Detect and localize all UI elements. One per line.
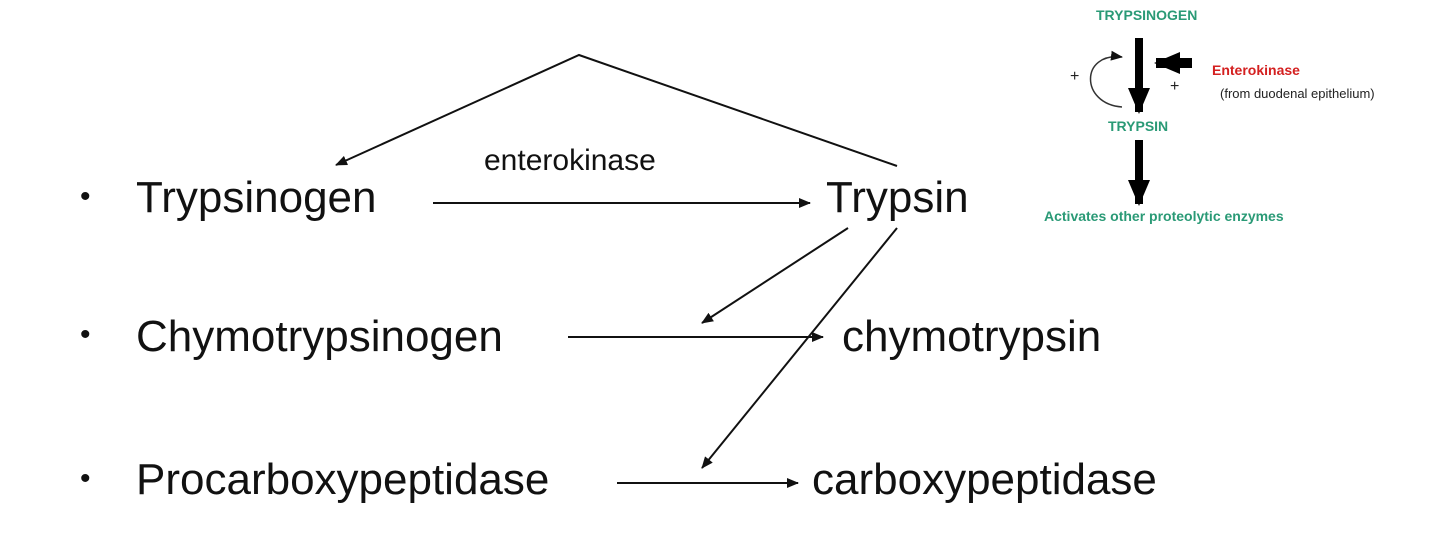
procarboxypeptidase-label: Procarboxypeptidase xyxy=(136,455,550,504)
inset-enterokinase-label: Enterokinase xyxy=(1212,62,1300,78)
inset-plus-left: + xyxy=(1070,68,1080,85)
trypsin-activates-chymotrypsinogen-arrow xyxy=(701,227,849,324)
inset-activates-label: Activates other proteolytic enzymes xyxy=(1044,208,1284,224)
bullet-chymotrypsinogen: • xyxy=(80,318,91,351)
enterokinase-label: enterokinase xyxy=(484,144,656,177)
inset-enterokinase-source: (from duodenal epithelium) xyxy=(1220,86,1375,101)
trypsinogen-label: Trypsinogen xyxy=(136,173,377,222)
trypsin-activates-procarboxypeptidase-arrow xyxy=(701,227,898,469)
bullet-procarboxypeptidase: • xyxy=(80,462,91,495)
inset-autocatalysis-curve xyxy=(1089,50,1123,108)
bullet-trypsinogen: • xyxy=(80,180,91,213)
trypsin-label: Trypsin xyxy=(826,173,969,222)
chymotrypsin-label: chymotrypsin xyxy=(842,312,1102,361)
inset-plus-right: + xyxy=(1170,78,1180,95)
inset-trypsinogen-label: TRYPSINOGEN xyxy=(1096,7,1198,23)
inset-trypsin-label: TRYPSIN xyxy=(1108,118,1169,134)
carboxypeptidase-label: carboxypeptidase xyxy=(812,455,1157,504)
chymotrypsinogen-label: Chymotrypsinogen xyxy=(136,312,503,361)
autoactivation-arrow xyxy=(335,53,898,167)
